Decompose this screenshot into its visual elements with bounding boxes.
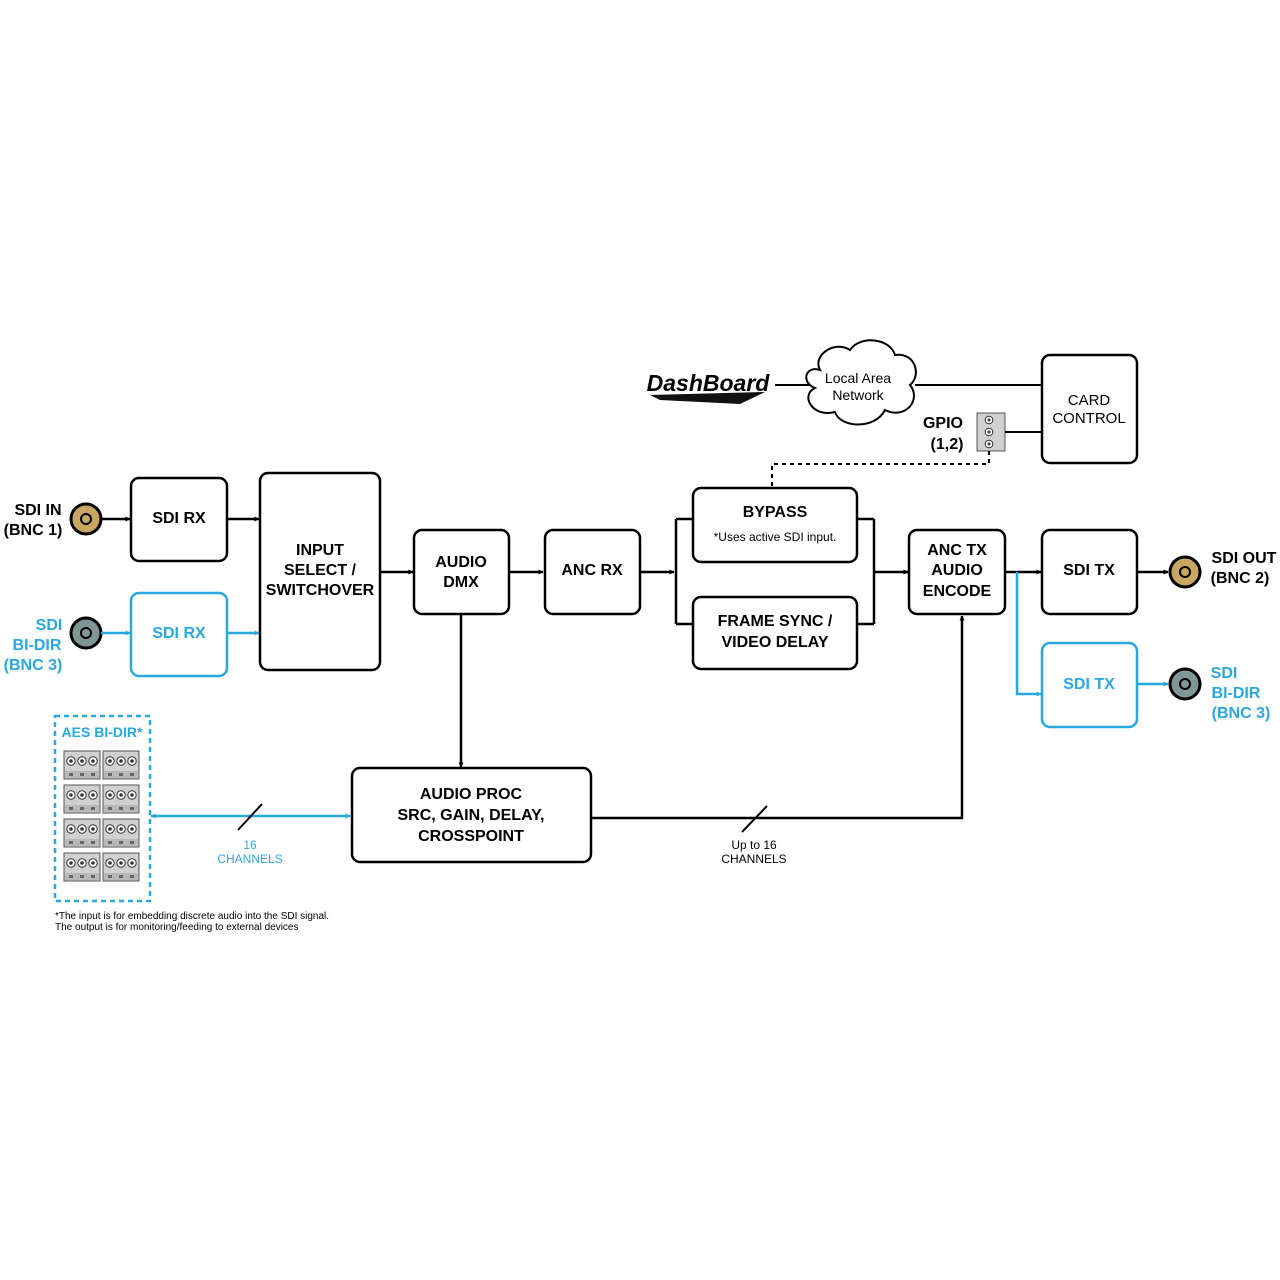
dashboard-logo-text: DashBoard bbox=[647, 370, 771, 396]
sdi-bidir-out-label-2: BI-DIR bbox=[1212, 685, 1261, 702]
channels-out-label-1: Up to 16 bbox=[731, 838, 777, 852]
bnc-2-connector-icon bbox=[1168, 555, 1202, 589]
sdi-in-label-2: (BNC 1) bbox=[4, 522, 63, 539]
footnote-line-1: *The input is for embedding discrete aud… bbox=[55, 911, 329, 922]
anc-rx-label: ANC RX bbox=[561, 562, 623, 579]
frame-sync-label-2: VIDEO DELAY bbox=[722, 634, 829, 651]
network-label-2: Network bbox=[832, 387, 884, 403]
bnc-3-out-connector-icon bbox=[1168, 667, 1202, 701]
sdi-tx-2-label: SDI TX bbox=[1063, 562, 1115, 579]
card-control-label-2: CONTROL bbox=[1052, 410, 1125, 427]
frame-sync-label-1: FRAME SYNC / bbox=[718, 613, 833, 630]
input-select-label-3: SWITCHOVER bbox=[266, 582, 375, 599]
bypass-block bbox=[691, 486, 859, 564]
anc-tx-to-sdi-tx-3-arrow bbox=[1015, 572, 1042, 697]
audio-dmx-block bbox=[412, 528, 511, 616]
aes-bidir-box bbox=[53, 714, 152, 903]
sdi-rx-3-block bbox=[129, 591, 229, 678]
audio-dmx-label-1: AUDIO bbox=[435, 554, 487, 571]
gpio-label-1: GPIO bbox=[923, 415, 963, 432]
input-select-label-2: SELECT / bbox=[284, 562, 357, 579]
audio-dmx-label-2: DMX bbox=[443, 574, 479, 591]
split-bus-right bbox=[857, 517, 876, 626]
aes-bidir-title: AES BI-DIR* bbox=[62, 724, 143, 740]
gpio-connector-icon bbox=[976, 412, 1006, 452]
card-control-block bbox=[1040, 353, 1139, 465]
card-control-label-1: CARD bbox=[1068, 392, 1111, 409]
gpio-label-2: (1,2) bbox=[931, 436, 964, 453]
sdi-out-label-2: (BNC 2) bbox=[1211, 570, 1270, 587]
sdi-bidir-in-label-2: BI-DIR bbox=[13, 637, 62, 654]
anc-tx-label-3: ENCODE bbox=[923, 583, 992, 600]
sdi-in-label-1: SDI IN bbox=[14, 502, 61, 519]
network-label-1: Local Area bbox=[825, 370, 891, 386]
sdi-bidir-in-label-3: (BNC 3) bbox=[4, 657, 63, 674]
footnote-line-2: The output is for monitoring/feeding to … bbox=[55, 922, 298, 933]
sdi-rx-1-label: SDI RX bbox=[152, 510, 206, 527]
split-bus-left-branches bbox=[676, 517, 693, 626]
network-cloud-icon bbox=[805, 339, 917, 426]
aes-terminal-blocks-icon bbox=[63, 750, 140, 882]
dashboard-logo: DashBoard bbox=[647, 370, 771, 404]
bus-slash-out bbox=[741, 805, 768, 833]
audio-proc-to-anc-tx-arrow bbox=[591, 615, 965, 820]
audio-proc-label-1: AUDIO PROC bbox=[420, 786, 523, 803]
audio-proc-label-2: SRC, GAIN, DELAY, bbox=[398, 807, 545, 824]
channels-out-label-2: CHANNELS bbox=[721, 852, 786, 866]
sdi-bidir-out-label-3: (BNC 3) bbox=[1212, 705, 1271, 722]
channels-in-label-1: 16 bbox=[243, 838, 257, 852]
bnc-3-in-connector-icon bbox=[69, 616, 103, 650]
anc-tx-label-2: AUDIO bbox=[931, 562, 983, 579]
gpio-to-bypass-dashed-line bbox=[771, 451, 990, 488]
audio-proc-label-3: CROSSPOINT bbox=[418, 828, 524, 845]
channels-in-label-2: CHANNELS bbox=[217, 852, 282, 866]
bnc-1-connector-icon bbox=[69, 502, 103, 536]
bypass-label: BYPASS bbox=[743, 504, 808, 521]
frame-sync-block bbox=[691, 595, 859, 671]
anc-tx-label-1: ANC TX bbox=[927, 542, 987, 559]
sdi-bidir-in-label-1: SDI bbox=[36, 617, 63, 634]
sdi-rx-3-label: SDI RX bbox=[152, 625, 206, 642]
sdi-out-label-1: SDI OUT bbox=[1212, 550, 1277, 567]
input-select-label-1: INPUT bbox=[296, 542, 344, 559]
bypass-note: *Uses active SDI input. bbox=[714, 530, 837, 544]
bus-slash-in bbox=[237, 803, 263, 831]
sdi-tx-3-label: SDI TX bbox=[1063, 676, 1115, 693]
audio-proc-block bbox=[350, 766, 593, 864]
sdi-bidir-out-label-1: SDI bbox=[1211, 665, 1238, 682]
